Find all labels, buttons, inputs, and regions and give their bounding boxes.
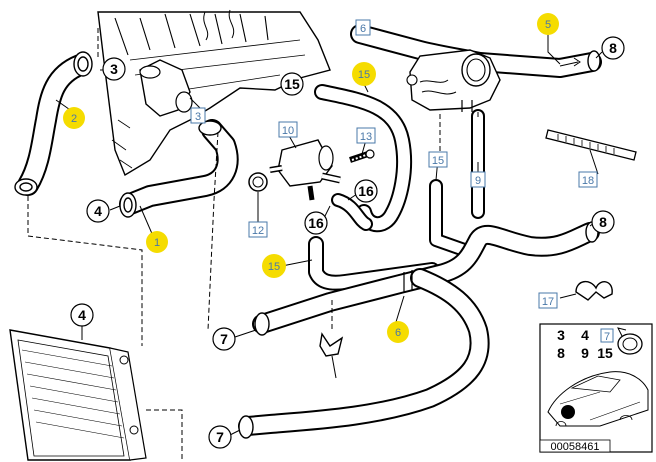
svg-text:2: 2 (71, 113, 77, 125)
hose-1 (119, 119, 239, 218)
callout-15-box[interactable]: 15 (428, 151, 448, 168)
svg-text:7: 7 (220, 331, 228, 347)
svg-text:17: 17 (542, 296, 554, 308)
callout-10-box[interactable]: 10 (278, 121, 298, 138)
hose-14 (308, 236, 440, 291)
callout-6[interactable]: 6 (387, 321, 409, 343)
svg-text:1: 1 (154, 237, 160, 249)
svg-text:8: 8 (609, 40, 617, 56)
callout-15-low[interactable]: 16 (304, 211, 328, 235)
clamp-strap-17 (545, 129, 637, 161)
legend-box: 3 4 7 8 9 15 00058461 (539, 323, 653, 453)
svg-text:16: 16 (308, 215, 324, 231)
svg-text:16: 16 (358, 183, 374, 199)
svg-text:3: 3 (110, 61, 118, 77)
svg-text:18: 18 (582, 175, 594, 187)
callout-4-radiator[interactable]: 4 (70, 303, 94, 327)
svg-text:6: 6 (395, 327, 401, 339)
legend-num: 8 (557, 345, 565, 361)
callout-3-box[interactable]: 3 (190, 107, 206, 124)
svg-text:15: 15 (268, 261, 280, 273)
hose-clamp-icon (617, 327, 643, 355)
dashed-connectors (27, 28, 479, 460)
throttle-body (406, 49, 501, 112)
callout-8-top[interactable]: 8 (601, 36, 625, 60)
callout-15-mid[interactable]: 16 (354, 179, 378, 203)
hose-2 (14, 51, 93, 196)
callout-9-box[interactable]: 9 (470, 171, 486, 188)
callout-1[interactable]: 1 (146, 231, 168, 253)
legend-num: 15 (597, 345, 613, 361)
legend-num: 4 (581, 327, 589, 343)
svg-text:4: 4 (94, 203, 102, 219)
car-icon (547, 371, 649, 427)
callout-7-bottom[interactable]: 7 (208, 425, 232, 449)
hose-13 (314, 84, 413, 233)
legend-num: 9 (581, 345, 589, 361)
svg-text:15: 15 (358, 69, 370, 81)
engine-block (97, 9, 331, 177)
clip-16 (575, 281, 613, 301)
radiator (9, 329, 147, 461)
valve-10 (248, 139, 375, 201)
svg-text:10: 10 (282, 125, 294, 137)
hose-15-pieces (331, 179, 477, 259)
svg-text:12: 12 (252, 225, 264, 237)
drawing-number: 00058461 (551, 441, 600, 453)
callout-7-top[interactable]: 7 (212, 327, 236, 351)
callout-16-box[interactable]: 17 (538, 292, 558, 309)
callout-3[interactable]: 3 (102, 57, 126, 81)
callout-15-top[interactable]: 15 (280, 72, 304, 96)
svg-text:4: 4 (78, 307, 86, 323)
callout-2[interactable]: 2 (63, 107, 85, 129)
callout-17-box[interactable]: 18 (578, 171, 598, 188)
svg-text:13: 13 (360, 131, 372, 143)
callout-12-box[interactable]: 13 (356, 127, 376, 144)
callout-11-box[interactable]: 12 (248, 221, 268, 238)
legend-num: 3 (557, 327, 565, 343)
callout-4-top[interactable]: 4 (86, 199, 110, 223)
callout-14[interactable]: 15 (262, 254, 286, 278)
svg-text:9: 9 (475, 175, 481, 187)
svg-text:7: 7 (216, 429, 224, 445)
callout-layer: 2 1 15 5 15 6 3 6 (63, 13, 625, 449)
svg-text:15: 15 (432, 155, 444, 167)
callout-8-mid[interactable]: 8 (591, 210, 615, 234)
legend-num: 7 (604, 331, 610, 343)
svg-text:5: 5 (545, 19, 551, 31)
svg-text:6: 6 (360, 23, 366, 35)
callout-5[interactable]: 5 (537, 13, 559, 35)
clip-18 (319, 332, 344, 357)
svg-text:15: 15 (284, 76, 300, 92)
svg-text:8: 8 (599, 214, 607, 230)
callout-6-box[interactable]: 6 (355, 19, 371, 36)
svg-text:3: 3 (195, 111, 201, 123)
callout-13[interactable]: 15 (352, 62, 376, 86)
